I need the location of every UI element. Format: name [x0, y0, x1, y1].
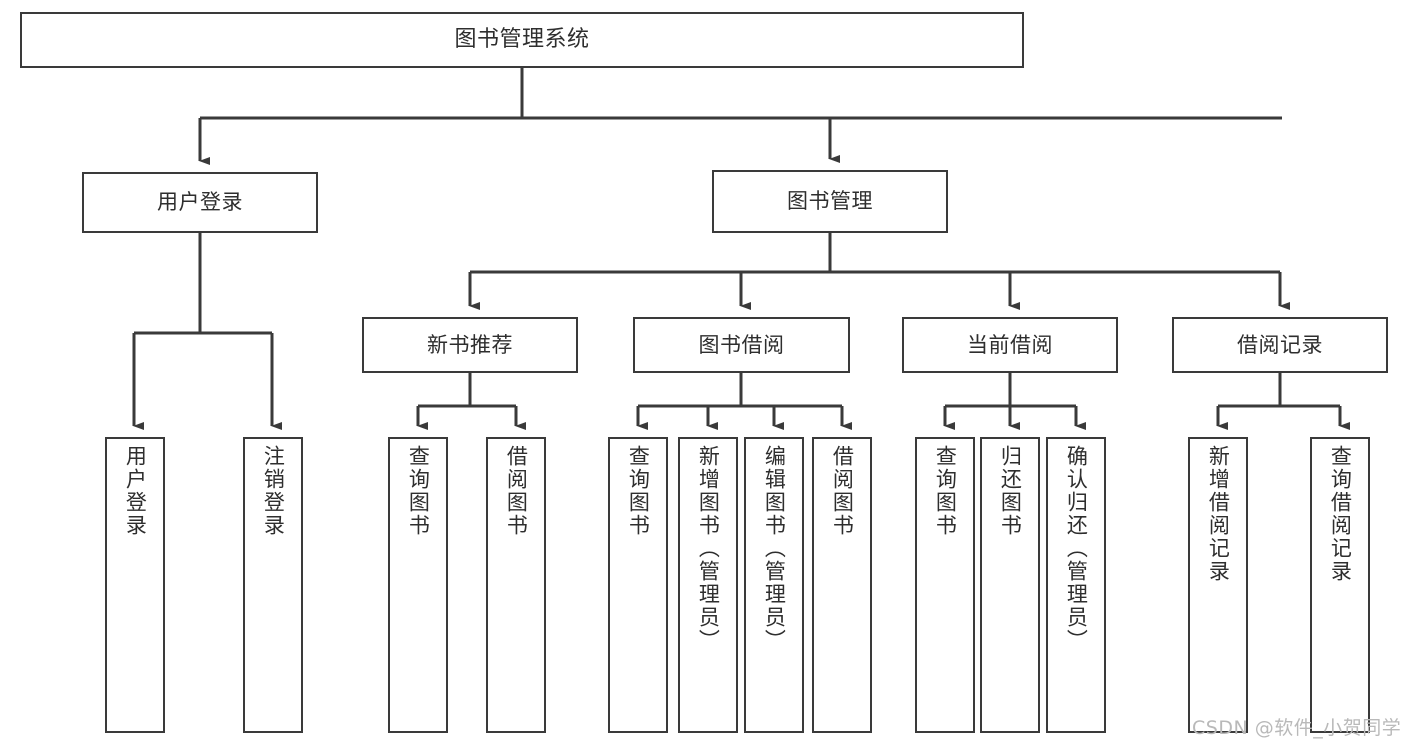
node-label: 图书管理 [787, 189, 873, 214]
node-label: 用户登录 [157, 190, 243, 215]
leaf-query-book-current[interactable]: 查询图书 [915, 437, 975, 733]
leaf-logout[interactable]: 注销登录 [243, 437, 303, 733]
leaf-edit-book-admin[interactable]: 编辑图书（管理员） [744, 437, 804, 733]
node-book-management[interactable]: 图书管理 [712, 170, 948, 233]
node-label: 借阅记录 [1237, 332, 1323, 357]
node-label: 查询图书 [626, 445, 651, 537]
node-current-borrow[interactable]: 当前借阅 [902, 317, 1118, 373]
node-user-login[interactable]: 用户登录 [82, 172, 318, 233]
node-new-book-recommend[interactable]: 新书推荐 [362, 317, 578, 373]
node-label: 确认归还（管理员） [1064, 445, 1089, 652]
leaf-return-book[interactable]: 归还图书 [980, 437, 1040, 733]
leaf-add-book-admin[interactable]: 新增图书（管理员） [678, 437, 738, 733]
leaf-query-borrow-record[interactable]: 查询借阅记录 [1310, 437, 1370, 733]
node-label: 查询借阅记录 [1328, 445, 1353, 583]
node-label: 借阅图书 [504, 445, 529, 537]
node-label: 注销登录 [261, 445, 286, 537]
leaf-borrow-book[interactable]: 借阅图书 [812, 437, 872, 733]
leaf-borrow-book-recommend[interactable]: 借阅图书 [486, 437, 546, 733]
leaf-query-book-recommend[interactable]: 查询图书 [388, 437, 448, 733]
node-label: 新增图书（管理员） [696, 445, 721, 652]
leaf-user-login[interactable]: 用户登录 [105, 437, 165, 733]
node-label: 图书管理系统 [454, 27, 590, 53]
node-label: 新增借阅记录 [1206, 445, 1231, 583]
node-label: 图书借阅 [698, 332, 785, 357]
node-book-borrow[interactable]: 图书借阅 [633, 317, 850, 373]
node-label: 借阅图书 [830, 445, 855, 537]
node-label: 归还图书 [998, 445, 1023, 537]
node-label: 查询图书 [406, 445, 431, 537]
node-label: 用户登录 [123, 445, 148, 537]
node-borrow-record[interactable]: 借阅记录 [1172, 317, 1388, 373]
leaf-add-borrow-record[interactable]: 新增借阅记录 [1188, 437, 1248, 733]
node-label: 当前借阅 [967, 332, 1053, 357]
node-root-system[interactable]: 图书管理系统 [20, 12, 1024, 68]
node-label: 新书推荐 [427, 332, 513, 357]
csdn-watermark: CSDN @软件_小贺同学 [1192, 717, 1402, 739]
leaf-query-book-borrow[interactable]: 查询图书 [608, 437, 668, 733]
node-label: 编辑图书（管理员） [762, 445, 787, 652]
leaf-confirm-return-admin[interactable]: 确认归还（管理员） [1046, 437, 1106, 733]
node-label: 查询图书 [933, 445, 958, 537]
